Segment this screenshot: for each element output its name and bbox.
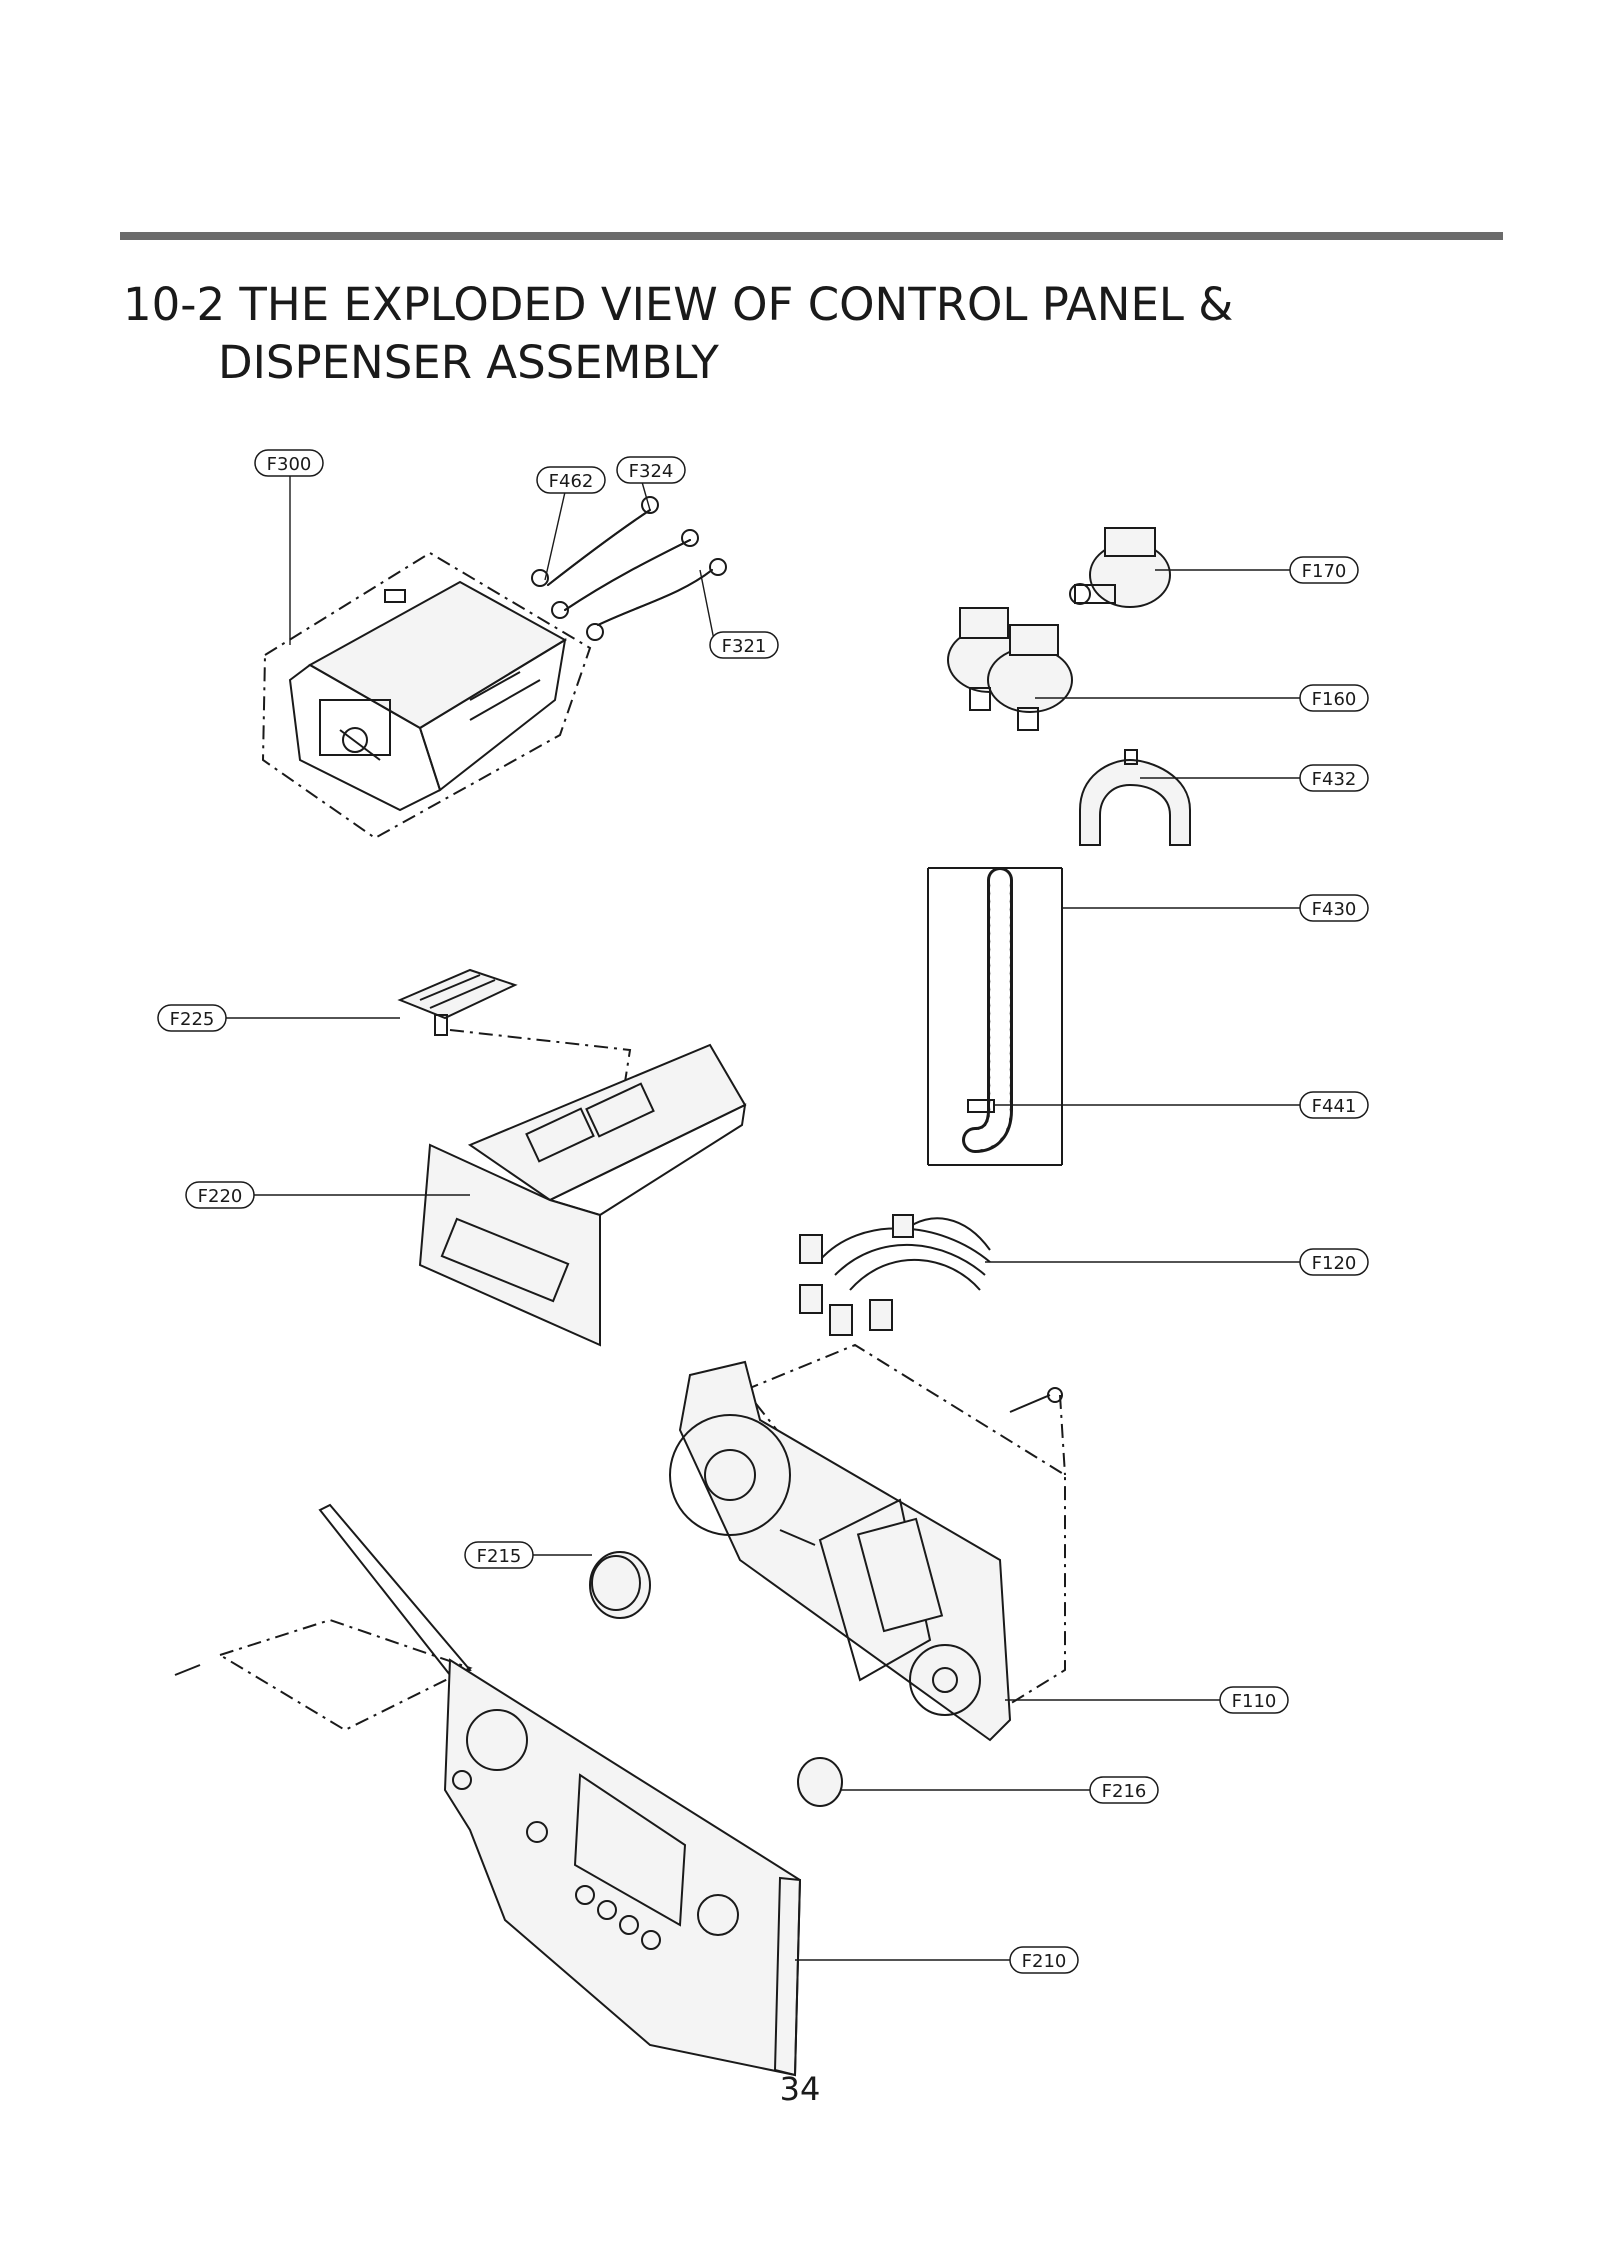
svg-text:F441: F441	[1312, 1096, 1357, 1117]
leader-lines	[225, 475, 1300, 1961]
detergent-filter	[397, 968, 518, 1036]
water-valve-double	[947, 607, 1073, 731]
callout-F462: F462	[536, 466, 606, 494]
callout-F210: F210	[1009, 1946, 1079, 1974]
callout-F170: F170	[1289, 556, 1359, 584]
svg-text:F170: F170	[1302, 561, 1347, 582]
callout-F216: F216	[1089, 1776, 1159, 1804]
callout-F441: F441	[1299, 1091, 1369, 1119]
svg-text:F110: F110	[1232, 1691, 1277, 1712]
callout-F160: F160	[1299, 684, 1369, 712]
svg-text:F324: F324	[629, 461, 674, 482]
detergent-drawer	[418, 1029, 747, 1347]
callout-F110: F110	[1219, 1686, 1289, 1714]
svg-text:F432: F432	[1312, 769, 1357, 790]
svg-text:F216: F216	[1102, 1781, 1147, 1802]
svg-text:F430: F430	[1312, 899, 1357, 920]
water-valve-single	[1069, 527, 1171, 608]
callout-F432: F432	[1299, 764, 1369, 792]
svg-text:F225: F225	[170, 1009, 215, 1030]
callout-F120: F120	[1299, 1248, 1369, 1276]
control-panel-frame	[174, 1503, 802, 2077]
callout-F300: F300	[254, 449, 324, 477]
wire-harness	[799, 1214, 991, 1336]
svg-text:F120: F120	[1312, 1253, 1357, 1274]
hose-bracket	[1079, 749, 1191, 846]
callout-F215: F215	[464, 1541, 534, 1569]
svg-text:F321: F321	[722, 636, 767, 657]
svg-text:F210: F210	[1022, 1951, 1067, 1972]
title-line-1: 10-2 THE EXPLODED VIEW OF CONTROL PANEL …	[123, 278, 1234, 331]
title-line-2: DISPENSER ASSEMBLY	[218, 336, 719, 389]
callout-F225: F225	[157, 1004, 227, 1032]
page-title: 10-2 THE EXPLODED VIEW OF CONTROL PANEL …	[123, 276, 1233, 392]
dispenser-housing	[261, 551, 592, 840]
callout-F430: F430	[1299, 894, 1369, 922]
svg-text:F220: F220	[198, 1186, 243, 1207]
inlet-hoses	[531, 496, 727, 641]
drain-hose-group	[927, 867, 1063, 1166]
callout-F321: F321	[709, 631, 779, 659]
option-knob	[797, 1757, 843, 1807]
page-number: 34	[779, 2070, 821, 2108]
svg-text:F300: F300	[267, 454, 312, 475]
svg-text:F160: F160	[1312, 689, 1357, 710]
pcb-assembly	[669, 1343, 1066, 1742]
callout-F324: F324	[616, 456, 686, 484]
callout-F220: F220	[185, 1181, 255, 1209]
svg-text:F462: F462	[549, 471, 594, 492]
screw	[1009, 1387, 1066, 1476]
program-knob	[589, 1551, 651, 1619]
header-rule	[120, 232, 1503, 240]
svg-text:F215: F215	[477, 1546, 522, 1567]
